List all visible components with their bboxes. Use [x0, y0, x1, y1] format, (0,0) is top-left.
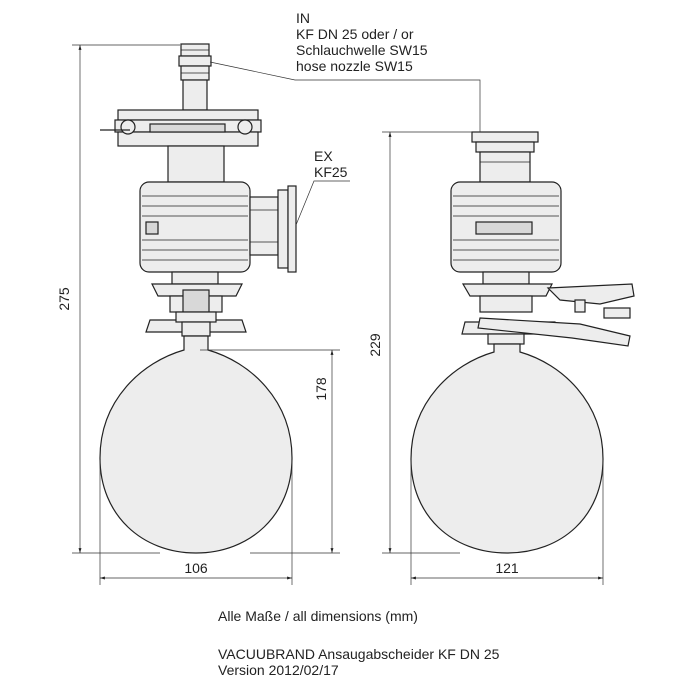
footer-version: Version 2012/02/17	[218, 662, 339, 678]
label-in-line-4: hose nozzle SW15	[296, 58, 413, 74]
label-in: IN KF DN 25 oder / or Schlauchwelle SW15…	[296, 10, 428, 74]
label-ex: EX KF25	[314, 148, 347, 180]
glass-bulb-right	[410, 343, 604, 554]
label-in-line-2: KF DN 25 oder / or	[296, 26, 414, 42]
bulb-clamp-right	[461, 271, 635, 347]
dim-total-height: 275	[56, 287, 72, 311]
top-clamp-left	[100, 109, 262, 147]
dim-width-left: 106	[184, 560, 208, 576]
label-in-line-1: IN	[296, 10, 310, 26]
footer-note: Alle Maße / all dimensions (mm)	[218, 608, 418, 624]
top-flange-right	[471, 131, 539, 183]
neck-left	[167, 145, 225, 183]
dimension-lines	[72, 44, 604, 585]
bulb-clamp-left	[145, 271, 247, 337]
ex-port-left	[249, 185, 297, 273]
front-view	[99, 43, 297, 554]
label-in-line-3: Schlauchwelle SW15	[296, 42, 428, 58]
label-ex-line-2: KF25	[314, 164, 348, 180]
glass-bulb-left	[99, 335, 293, 554]
dim-height-right: 229	[367, 333, 383, 357]
separator-body-right	[450, 181, 562, 273]
side-view	[410, 131, 635, 554]
dim-width-right: 121	[495, 560, 519, 576]
dim-bulb-height-left: 178	[313, 377, 329, 401]
separator-body-left	[139, 181, 251, 273]
hose-nozzle-left	[178, 43, 212, 111]
footer-title: VACUUBRAND Ansaugabscheider KF DN 25	[218, 646, 500, 662]
label-ex-line-1: EX	[314, 148, 333, 164]
